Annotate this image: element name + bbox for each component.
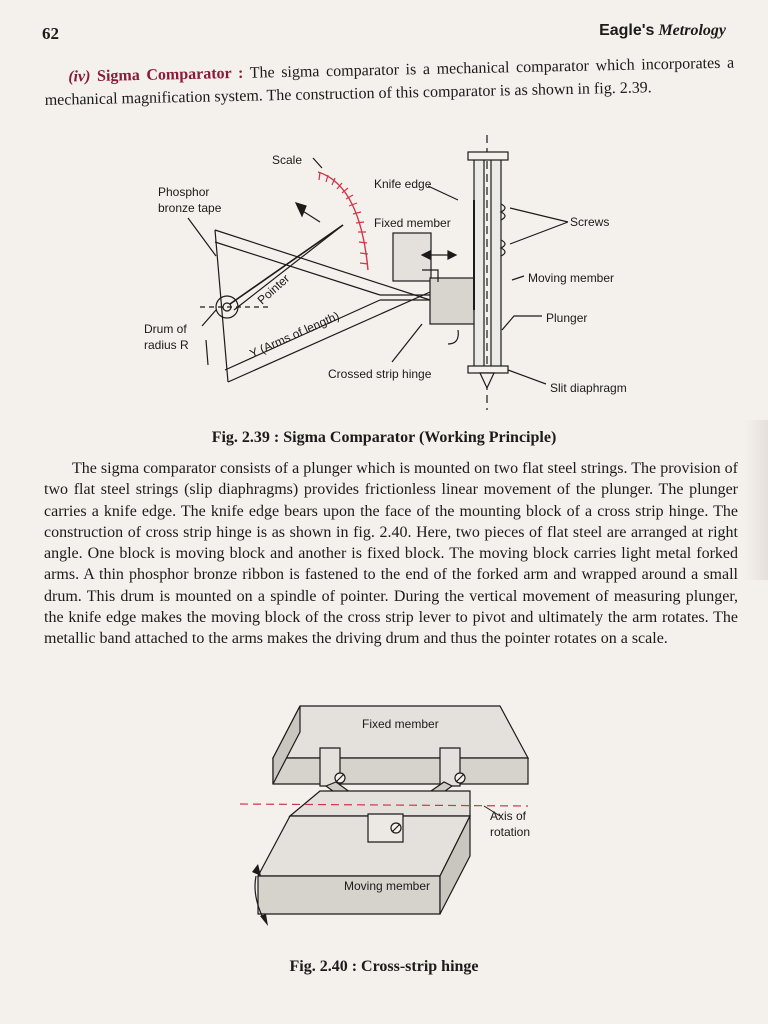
pointer-needle-edge xyxy=(233,224,344,311)
leader-drum xyxy=(201,309,217,327)
label-slit-diaphragm: Slit diaphragm xyxy=(550,381,627,395)
screw-1 xyxy=(499,203,506,221)
figure2-caption: Fig. 2.40 : Cross-strip hinge xyxy=(289,958,479,975)
label-screws: Screws xyxy=(570,215,609,229)
leader-scale xyxy=(312,157,323,169)
label-drum-1: Drum of xyxy=(144,322,187,336)
section-title: Sigma Comparator : xyxy=(96,64,244,85)
moving-block-top-back xyxy=(288,790,471,817)
section-number: (iv) xyxy=(68,68,91,86)
pivot-arrow xyxy=(447,329,459,345)
label-fixed-member: Fixed member xyxy=(374,216,451,230)
fixed-block-front xyxy=(272,757,529,785)
fan-top-arm xyxy=(214,229,431,301)
pointer-needle xyxy=(229,224,344,305)
fan-left-edge xyxy=(214,229,229,383)
page-edge-shadow xyxy=(744,420,768,580)
fixed-block-side xyxy=(272,705,301,785)
plunger-right-rail xyxy=(490,157,502,371)
plunger-left-rail xyxy=(473,157,485,371)
label-phosphor-2: bronze tape xyxy=(158,201,222,215)
leader-slit xyxy=(507,369,547,385)
screw-right-slot xyxy=(455,773,465,783)
leader-knife xyxy=(427,185,459,201)
cross-strip-hinge-diagram: Fixed member Axis of rotation Moving mem… xyxy=(239,705,530,926)
label-scale: Scale xyxy=(272,153,302,167)
leader-crossed xyxy=(391,323,423,363)
slit-diaphragm-plate xyxy=(467,365,509,374)
scale-ticks xyxy=(318,171,369,265)
hinge-strip xyxy=(422,269,439,282)
tape-upper xyxy=(214,241,381,296)
label-crossed-strip: Crossed strip hinge xyxy=(328,367,432,381)
label-knife-edge: Knife edge xyxy=(374,177,432,191)
sigma-comparator-diagram: Scale Knife edge Phosphor bronze tape Fi… xyxy=(144,135,627,410)
moving-member-block xyxy=(429,277,477,325)
screw-2 xyxy=(499,239,506,257)
plunger-top-cap xyxy=(467,151,509,161)
moving-block-side xyxy=(439,815,471,915)
rotation-arrowheads xyxy=(252,864,268,926)
arm-link xyxy=(380,294,430,301)
label-moving-member: Moving member xyxy=(528,271,614,285)
body-paragraph: The sigma comparator consists of a plung… xyxy=(44,460,738,648)
axis-of-rotation-line xyxy=(239,803,529,807)
drum-down-arrow xyxy=(205,339,209,366)
scale-arc xyxy=(317,171,369,271)
center-strip-tab xyxy=(367,813,404,843)
fan-bottom-arm xyxy=(227,291,431,383)
leader-moving xyxy=(511,275,525,281)
leader-plunger xyxy=(501,315,542,331)
page-number: 62 xyxy=(42,24,59,43)
knife-arrowheads xyxy=(420,250,458,260)
leader-phosphor xyxy=(187,217,217,257)
leader-screws xyxy=(509,207,569,245)
book-subject: Metrology xyxy=(658,22,726,39)
label-drum-2: radius R xyxy=(144,338,189,352)
axis-leader xyxy=(483,805,501,817)
plunger-tip xyxy=(479,372,495,390)
label-phosphor-1: Phosphor xyxy=(158,185,209,199)
label-fixed-member: Fixed member xyxy=(362,717,439,731)
tape-lower xyxy=(224,299,381,371)
intro-paragraph: (iv) Sigma Comparator : The sigma compar… xyxy=(44,52,735,112)
rotation-arrowhead xyxy=(294,202,307,218)
running-head: Eagle's Metrology xyxy=(599,22,726,40)
figure1-caption: Fig. 2.39 : Sigma Comparator (Working Pr… xyxy=(211,429,557,446)
label-plunger: Plunger xyxy=(546,311,587,325)
screw-left-slot xyxy=(335,773,345,783)
moving-block-top xyxy=(257,815,471,877)
label-axis-1: Axis of xyxy=(490,809,527,823)
book-brand: Eagle's xyxy=(599,22,655,39)
fixed-block-top xyxy=(272,705,530,759)
screw-center-slot xyxy=(391,823,401,833)
label-moving-member: Moving member xyxy=(344,879,430,893)
label-axis-2: rotation xyxy=(490,825,530,839)
